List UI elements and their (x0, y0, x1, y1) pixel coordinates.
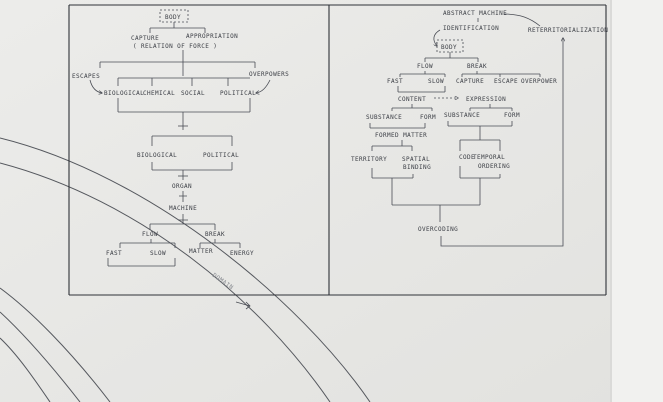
diagram-frames (68, 4, 607, 296)
left-energy-label: ENERGY (230, 250, 254, 257)
left-biological-label: BIOLOGICAL (104, 90, 144, 97)
right-body-label: BODY (441, 44, 457, 51)
left-matter-label: MATTER (189, 248, 213, 255)
left-escapes-label: ESCAPES (72, 73, 100, 80)
right-form2-label: FORM (504, 112, 520, 119)
left-political2-label: POLITICAL (203, 152, 239, 159)
right-substance1-label: SUBSTANCE (366, 114, 402, 121)
right-temporal-label: TEMPORAL (473, 154, 505, 161)
left-slow-label: SLOW (150, 250, 166, 257)
right-overcoding-label: OVERCODING (418, 226, 458, 233)
left-political-label: POLITICAL (220, 90, 256, 97)
right-fast-label: FAST (387, 78, 403, 85)
right-identification-label: IDENTIFICATION (443, 25, 499, 32)
right-spatial-label: SPATIAL (402, 156, 430, 163)
right-form1-label: FORM (420, 114, 436, 121)
board-right-edge (610, 0, 663, 402)
left-organ-label: ORGAN (172, 183, 192, 190)
background-arcs (0, 137, 371, 402)
left-break-label: BREAK (205, 231, 225, 238)
right-reterritorialization-label: RETERRITORIALIZATION (528, 27, 608, 34)
left-machine-label: MACHINE (169, 205, 197, 212)
right-break-label: BREAK (467, 63, 487, 70)
right-content-label: CONTENT (398, 96, 426, 103)
right-slow-label: SLOW (428, 78, 444, 85)
left-body-label: BODY (165, 14, 181, 21)
left-social-label: SOCIAL (181, 90, 205, 97)
right-binding-label: BINDING (403, 164, 431, 171)
left-appropriation-label: APPROPRIATION (186, 33, 238, 40)
left-relation-of-force-label: ( RELATION OF FORCE ) (133, 43, 217, 50)
right-abstract-machine-label: ABSTRACT MACHINE (443, 10, 507, 17)
left-chemical-label: CHEMICAL (143, 90, 175, 97)
right-flow-label: FLOW (417, 63, 433, 70)
left-flow-label: FLOW (142, 231, 158, 238)
right-overpower-label: OVERPOWER (521, 78, 557, 85)
right-code-label: CODE (459, 154, 475, 161)
right-diagram: ABSTRACT MACHINE IDENTIFICATION RETERRIT… (351, 10, 608, 247)
right-expression-label: EXPRESSION (466, 96, 506, 103)
right-escape-label: ESCAPE (494, 78, 518, 85)
right-territory-label: TERRITORY (351, 156, 387, 163)
left-capture-label: CAPTURE (131, 35, 159, 42)
right-substance2-label: SUBSTANCE (444, 112, 480, 119)
right-capture-label: CAPTURE (456, 78, 484, 85)
right-body-box (436, 39, 464, 53)
right-formed-matter-label: FORMED MATTER (375, 132, 427, 139)
right-ordering-label: ORDERING (478, 163, 510, 170)
left-biological2-label: BIOLOGICAL (137, 152, 177, 159)
left-overpowers-label: OVERPOWERS (249, 71, 289, 78)
left-fast-label: FAST (106, 250, 122, 257)
